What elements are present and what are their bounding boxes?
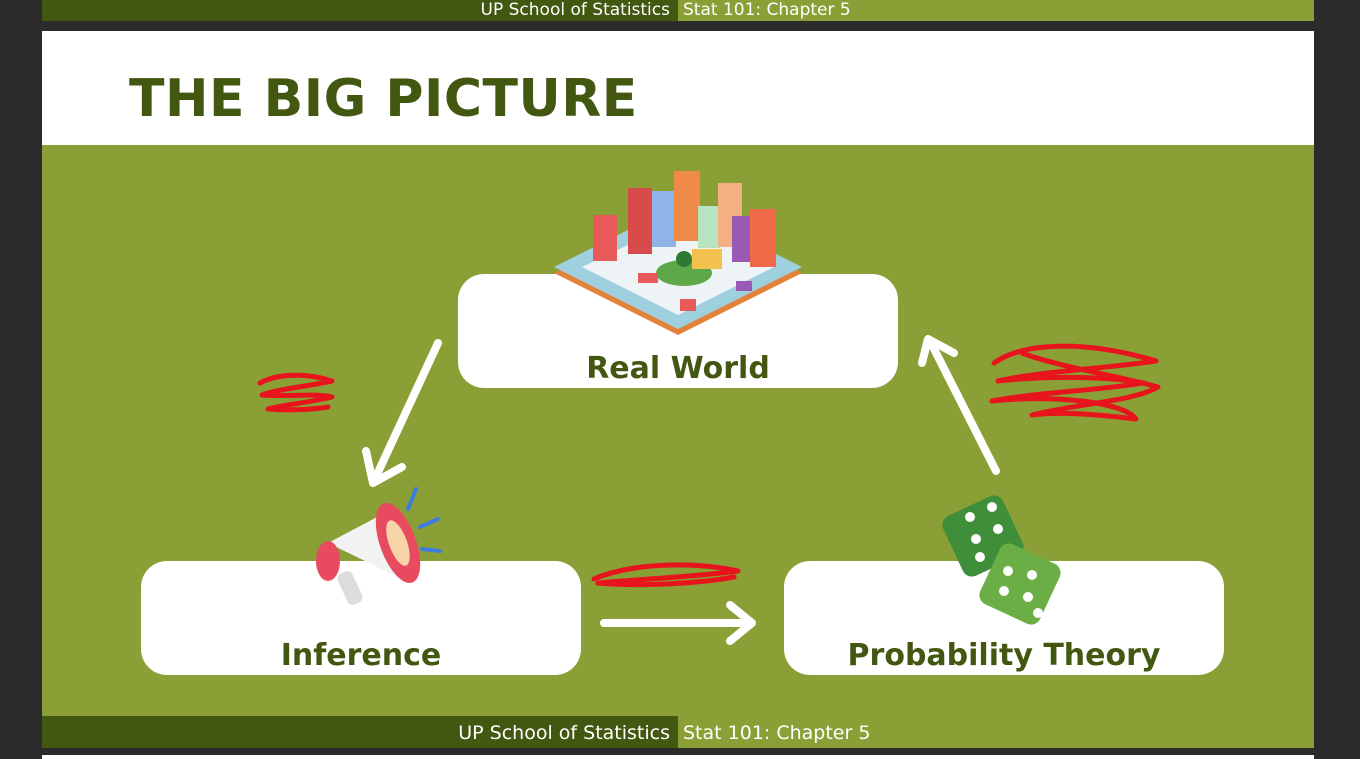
dice-icon — [942, 495, 1061, 625]
slide-title: THE BIG PICTURE — [129, 69, 638, 129]
slide-footer: UP School of Statistics Stat 101: Chapte… — [42, 716, 1314, 748]
footer-dark-band — [42, 0, 678, 21]
arrow-icon — [362, 339, 442, 487]
footer-school-label: UP School of Statistics — [480, 0, 670, 20]
probability-theory-node: Probability Theory — [784, 561, 1224, 675]
arrow-icon — [918, 335, 1000, 475]
slide: THE BIG PICTURE Real World Inference Pro… — [42, 31, 1314, 748]
next-slide-edge — [42, 755, 1314, 759]
footer-course-label: Stat 101: Chapter 5 — [683, 722, 871, 744]
footer-dark-band — [42, 716, 678, 748]
footer-school-label: UP School of Statistics — [458, 722, 670, 744]
previous-slide-footer: UP School of Statistics Stat 101: Chapte… — [42, 0, 1314, 21]
real-world-label: Real World — [586, 351, 770, 386]
arrow-icon — [600, 601, 756, 645]
inference-label: Inference — [280, 638, 442, 673]
footer-course-label: Stat 101: Chapter 5 — [683, 0, 851, 20]
probability-theory-label: Probability Theory — [847, 638, 1161, 673]
red-scribble-annotation — [989, 343, 1161, 422]
slide-header: THE BIG PICTURE — [42, 31, 1314, 145]
megaphone-icon — [316, 487, 442, 605]
inference-node: Inference — [141, 561, 581, 675]
diagram-graphics — [257, 171, 1161, 645]
red-scribble-annotation — [257, 372, 335, 413]
city-icon — [554, 171, 802, 335]
red-scribble-annotation — [591, 562, 741, 588]
